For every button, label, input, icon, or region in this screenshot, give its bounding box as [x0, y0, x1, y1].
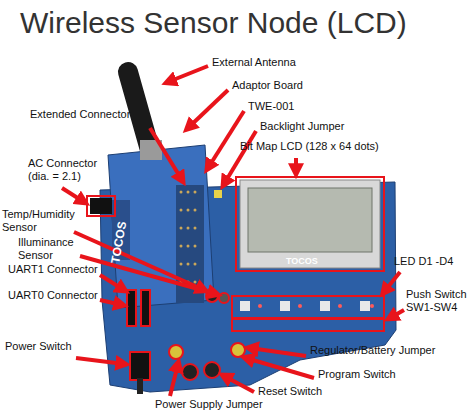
callout-label: Push Switch SW1-SW4 [406, 288, 470, 314]
callout-label: Backlight Jumper [260, 120, 344, 133]
callout-label: Power Supply Jumper [155, 398, 263, 411]
callout-label: Extended Connector [30, 108, 130, 121]
callout-label: UART1 Connector [8, 263, 98, 276]
callout-label: Program Switch [318, 368, 396, 381]
callout-label: Reset Switch [258, 385, 322, 398]
callout-label: TWE-001 [248, 100, 294, 113]
callout-label: UART0 Connector [8, 289, 98, 302]
callout-label: AC Connector (dia. = 2.1) [28, 157, 106, 183]
callout-label: Illuminance Sensor [18, 236, 84, 262]
callout-label: Adaptor Board [232, 79, 303, 92]
callout-label: Bit Map LCD (128 x 64 dots) [240, 140, 379, 153]
callout-label: External Antenna [212, 56, 296, 69]
callout-label: LED D1 -D4 [394, 255, 453, 268]
callout-label: Regulator/Battery Jumper [310, 344, 435, 357]
callout-label: Temp/Humidity Sensor [2, 208, 82, 234]
diagram-title: Wireless Sensor Node (LCD) [20, 6, 407, 40]
callout-label: Power Switch [5, 340, 72, 353]
board-logo: TOCOS [286, 256, 318, 266]
